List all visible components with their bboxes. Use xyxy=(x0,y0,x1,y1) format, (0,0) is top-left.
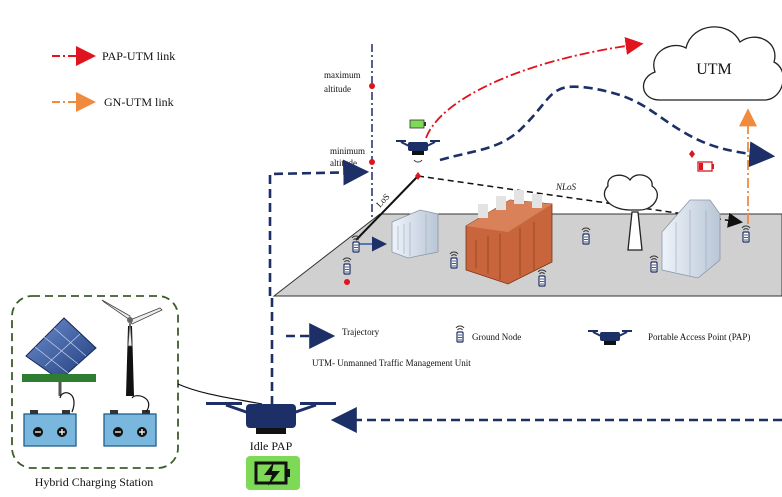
min-altitude-label-2: altitude xyxy=(330,158,357,168)
idle-pap-label: Idle PAP xyxy=(250,439,293,453)
los-line xyxy=(355,175,419,241)
drone-position-marker xyxy=(415,172,421,180)
legend-trajectory: Trajectory xyxy=(286,323,380,349)
utm-cloud: UTM xyxy=(642,26,782,101)
max-altitude-marker xyxy=(369,83,375,89)
battery-right-icon xyxy=(103,410,157,447)
utm-label: UTM xyxy=(696,61,732,78)
brick-building xyxy=(465,190,553,285)
legend-pap-utm: PAP-UTM link xyxy=(52,46,175,66)
legend-pap-utm-label: PAP-UTM link xyxy=(102,49,175,63)
idle-pap-drone xyxy=(206,402,336,434)
cable-turbine xyxy=(131,395,150,413)
legend-pap-label: Portable Access Point (PAP) xyxy=(648,332,750,342)
max-altitude-label-1: maximum xyxy=(324,70,361,80)
office-building-left xyxy=(391,209,439,259)
battery-left-icon xyxy=(23,410,77,447)
charging-cable xyxy=(177,383,263,405)
legend-ground-node-label: Ground Node xyxy=(472,332,521,342)
solar-panel-icon xyxy=(22,317,97,396)
active-pap-drone xyxy=(395,139,441,163)
pap-utm-link xyxy=(425,36,644,139)
cable-solar xyxy=(59,392,75,413)
battery-low-icon xyxy=(697,161,714,172)
handover-marker xyxy=(689,150,695,158)
ground-node-marker xyxy=(344,279,350,285)
max-altitude-label-2: altitude xyxy=(324,84,351,94)
battery-full-icon xyxy=(409,119,426,129)
legend-pap: Portable Access Point (PAP) xyxy=(587,329,750,346)
legend-trajectory-label: Trajectory xyxy=(342,327,380,337)
wind-turbine-icon xyxy=(101,299,163,396)
office-building-right xyxy=(661,199,721,279)
tree-icon xyxy=(603,174,658,251)
min-altitude-label-1: minimum xyxy=(330,146,365,156)
legend-gn-utm-label: GN-UTM link xyxy=(104,95,174,109)
utm-definition-note: UTM- Unmanned Traffic Management Unit xyxy=(312,358,471,368)
legend-ground-node: Ground Node xyxy=(455,325,521,343)
nlos-label: NLoS xyxy=(555,182,577,192)
charging-station-label: Hybrid Charging Station xyxy=(35,475,153,489)
charging-battery-icon xyxy=(246,456,300,490)
min-altitude-marker xyxy=(369,159,375,165)
altitude-axis: maximum altitude minimum altitude xyxy=(324,44,375,244)
legend-gn-utm: GN-UTM link xyxy=(52,92,174,112)
